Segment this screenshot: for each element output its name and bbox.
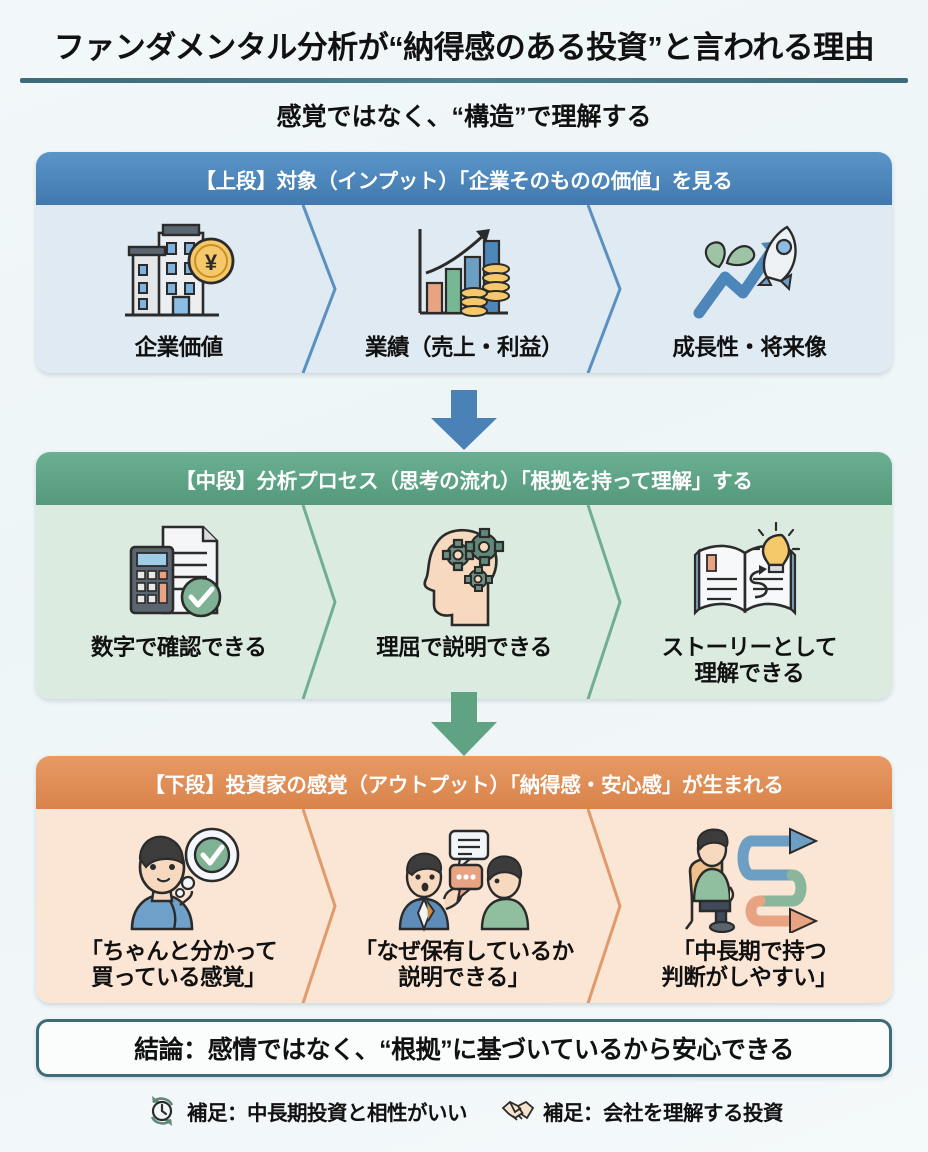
stage-middle-heading: 【中段】分析プロセス（思考の流れ）「根拠を持って理解」する xyxy=(36,452,892,505)
page-title: ファンダメンタル分析が“納得感のある投資”と言われる理由 xyxy=(53,30,875,65)
footer-note-2: 補足：会社を理解する投資 xyxy=(501,1094,784,1128)
conclusion-box: 結論：感情ではなく、“根拠”に基づいているから安心できる xyxy=(36,1019,892,1077)
seated-person-winding-path-icon xyxy=(674,823,824,935)
stage-lower: 【下段】投資家の感覚（アウトプット）「納得感・安心感」が生まれる xyxy=(36,756,892,1004)
stage-lower-heading: 【下段】投資家の感覚（アウトプット）「納得感・安心感」が生まれる xyxy=(36,756,892,809)
stage-lower-cell-3-label: 「中長期で持つ 判断がしやすい」 xyxy=(661,939,838,991)
two-people-conversation-icon xyxy=(394,823,534,935)
down-arrow-icon xyxy=(431,692,497,756)
stage-upper-cell-1[interactable]: ¥ 企業価値 xyxy=(36,205,321,373)
connector-upper-to-middle xyxy=(421,390,507,457)
office-building-yen-coin-icon: ¥ xyxy=(119,219,239,331)
stage-middle-cell-2[interactable]: 理屈で説明できる xyxy=(321,505,606,699)
stage-middle-cell-3-label: ストーリーとして 理解できる xyxy=(661,635,838,687)
stage-middle-cell-2-label: 理屈で説明できる xyxy=(376,635,552,660)
footer-notes: 補足：中長期投資と相性がいい 補足：会社を理解する投資 xyxy=(0,1094,928,1128)
handshake-icon xyxy=(501,1094,535,1128)
stage-lower-cell-2-label: 「なぜ保有しているか 説明できる」 xyxy=(354,939,574,991)
stage-middle: 【中段】分析プロセス（思考の流れ）「根拠を持って理解」する xyxy=(36,452,892,700)
stage-middle-cell-1-label: 数字で確認できる xyxy=(90,635,267,660)
open-book-lightbulb-icon xyxy=(689,519,809,631)
rocket-growth-arrow-icon xyxy=(689,219,809,331)
footer-note-1-text: 補足：中長期投資と相性がいい xyxy=(187,1102,468,1125)
connector-middle-to-lower xyxy=(421,692,507,763)
bar-chart-coins-icon xyxy=(404,219,524,331)
stage-lower-cell-3[interactable]: 「中長期で持つ 判断がしやすい」 xyxy=(607,809,892,1003)
stage-lower-cell-1[interactable]: 「ちゃんと分かって 買っている感覚」 xyxy=(36,809,321,1003)
clock-recycle-icon xyxy=(145,1094,179,1128)
stage-upper-cell-2-label: 業績（売上・利益） xyxy=(364,335,564,360)
stage-upper-cell-2[interactable]: 業績（売上・利益） xyxy=(321,205,606,373)
stage-upper-body: ¥ 企業価値 xyxy=(36,205,892,374)
conclusion-text: 結論：感情ではなく、“根拠”に基づいているから安心できる xyxy=(134,1036,794,1064)
stage-middle-cell-3[interactable]: ストーリーとして 理解できる xyxy=(607,505,892,699)
footer-note-1: 補足：中長期投資と相性がいい xyxy=(145,1094,468,1128)
page-subtitle: 感覚ではなく、“構造”で理解する xyxy=(276,103,652,131)
title-divider xyxy=(20,78,908,83)
stage-lower-cell-1-label: 「ちゃんと分かって 買っている感覚」 xyxy=(80,939,278,991)
stage-upper-cell-1-label: 企業価値 xyxy=(134,335,224,360)
person-thinking-check-icon xyxy=(114,823,244,935)
stage-middle-cell-1[interactable]: 数字で確認できる xyxy=(36,505,321,699)
stage-lower-body: 「ちゃんと分かって 買っている感覚」 xyxy=(36,809,892,1004)
stage-upper-cell-3-label: 成長性・将来像 xyxy=(672,335,827,360)
stage-upper-heading: 【上段】対象（インプット）「企業そのものの価値」を見る xyxy=(36,152,892,205)
stage-upper: 【上段】対象（インプット）「企業そのものの価値」を見る xyxy=(36,152,892,374)
calculator-document-check-icon xyxy=(119,519,239,631)
head-gears-icon xyxy=(404,519,524,631)
stage-upper-cell-3[interactable]: 成長性・将来像 xyxy=(607,205,892,373)
footer-note-2-text: 補足：会社を理解する投資 xyxy=(543,1102,784,1125)
stage-lower-cell-2[interactable]: 「なぜ保有しているか 説明できる」 xyxy=(321,809,606,1003)
svg-text:¥: ¥ xyxy=(205,250,218,275)
stage-middle-body: 数字で確認できる xyxy=(36,505,892,700)
down-arrow-icon xyxy=(431,390,497,450)
